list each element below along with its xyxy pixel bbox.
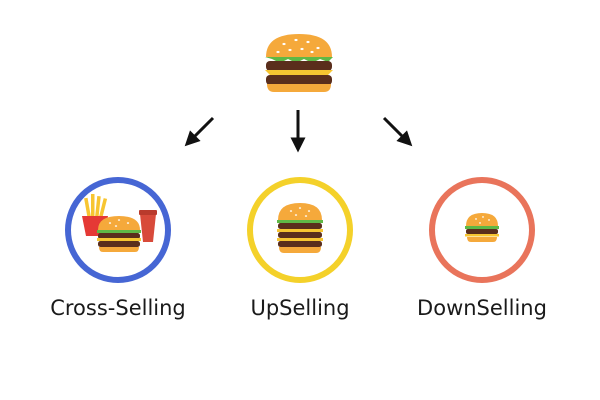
- downselling-label: DownSelling: [417, 296, 547, 320]
- upselling-circle: [247, 177, 353, 283]
- arrow-left-icon: [184, 116, 215, 147]
- arrow-right-icon: [382, 116, 413, 147]
- downselling-circle: [429, 177, 535, 283]
- small-burger-icon: [465, 213, 499, 242]
- combo-meal-icon: [82, 194, 157, 252]
- big-burger-icon: [277, 203, 323, 253]
- cross-selling-label: Cross-Selling: [50, 296, 186, 320]
- upselling-label: UpSelling: [250, 296, 350, 320]
- burger-icon: [265, 34, 333, 92]
- cross-selling-circle: [65, 177, 171, 283]
